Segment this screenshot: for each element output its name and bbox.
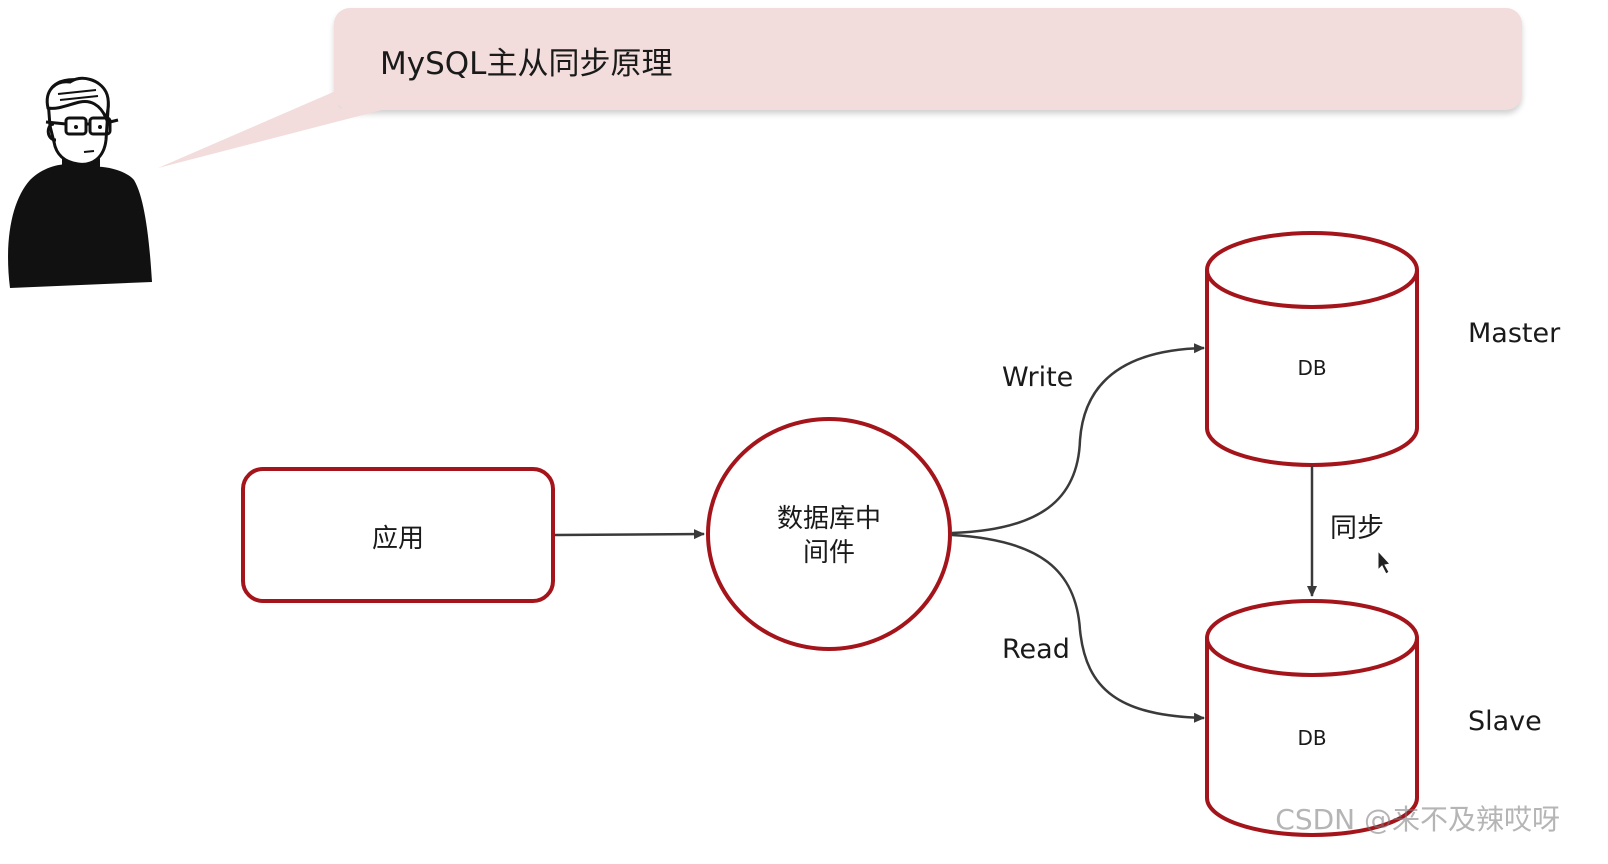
master-db-node xyxy=(1205,231,1419,467)
write-label: Write xyxy=(1002,362,1074,393)
edge-app-to-middleware xyxy=(554,529,705,540)
middleware-node xyxy=(706,417,952,651)
read-label: Read xyxy=(1002,634,1070,665)
slave-label: Slave xyxy=(1468,706,1542,737)
speech-bubble xyxy=(334,8,1522,110)
bubble-title: MySQL主从同步原理 xyxy=(380,46,673,82)
edge-write xyxy=(951,343,1205,535)
speech-bubble-tail xyxy=(158,90,382,168)
presenter-avatar-icon xyxy=(8,76,152,288)
watermark: CSDN @来不及辣哎呀 xyxy=(1275,803,1560,836)
app-node xyxy=(241,467,555,603)
slave-db-label: DB xyxy=(1297,726,1327,750)
mouse-cursor-icon xyxy=(1377,549,1391,575)
master-label: Master xyxy=(1468,318,1561,349)
middleware-node-label: 数据库中间件 xyxy=(776,504,881,568)
slave-db-node xyxy=(1205,599,1419,837)
app-node-label: 应用 xyxy=(371,524,424,554)
edge-read xyxy=(951,533,1205,723)
sync-label: 同步 xyxy=(1330,513,1384,544)
master-db-label: DB xyxy=(1297,356,1327,380)
